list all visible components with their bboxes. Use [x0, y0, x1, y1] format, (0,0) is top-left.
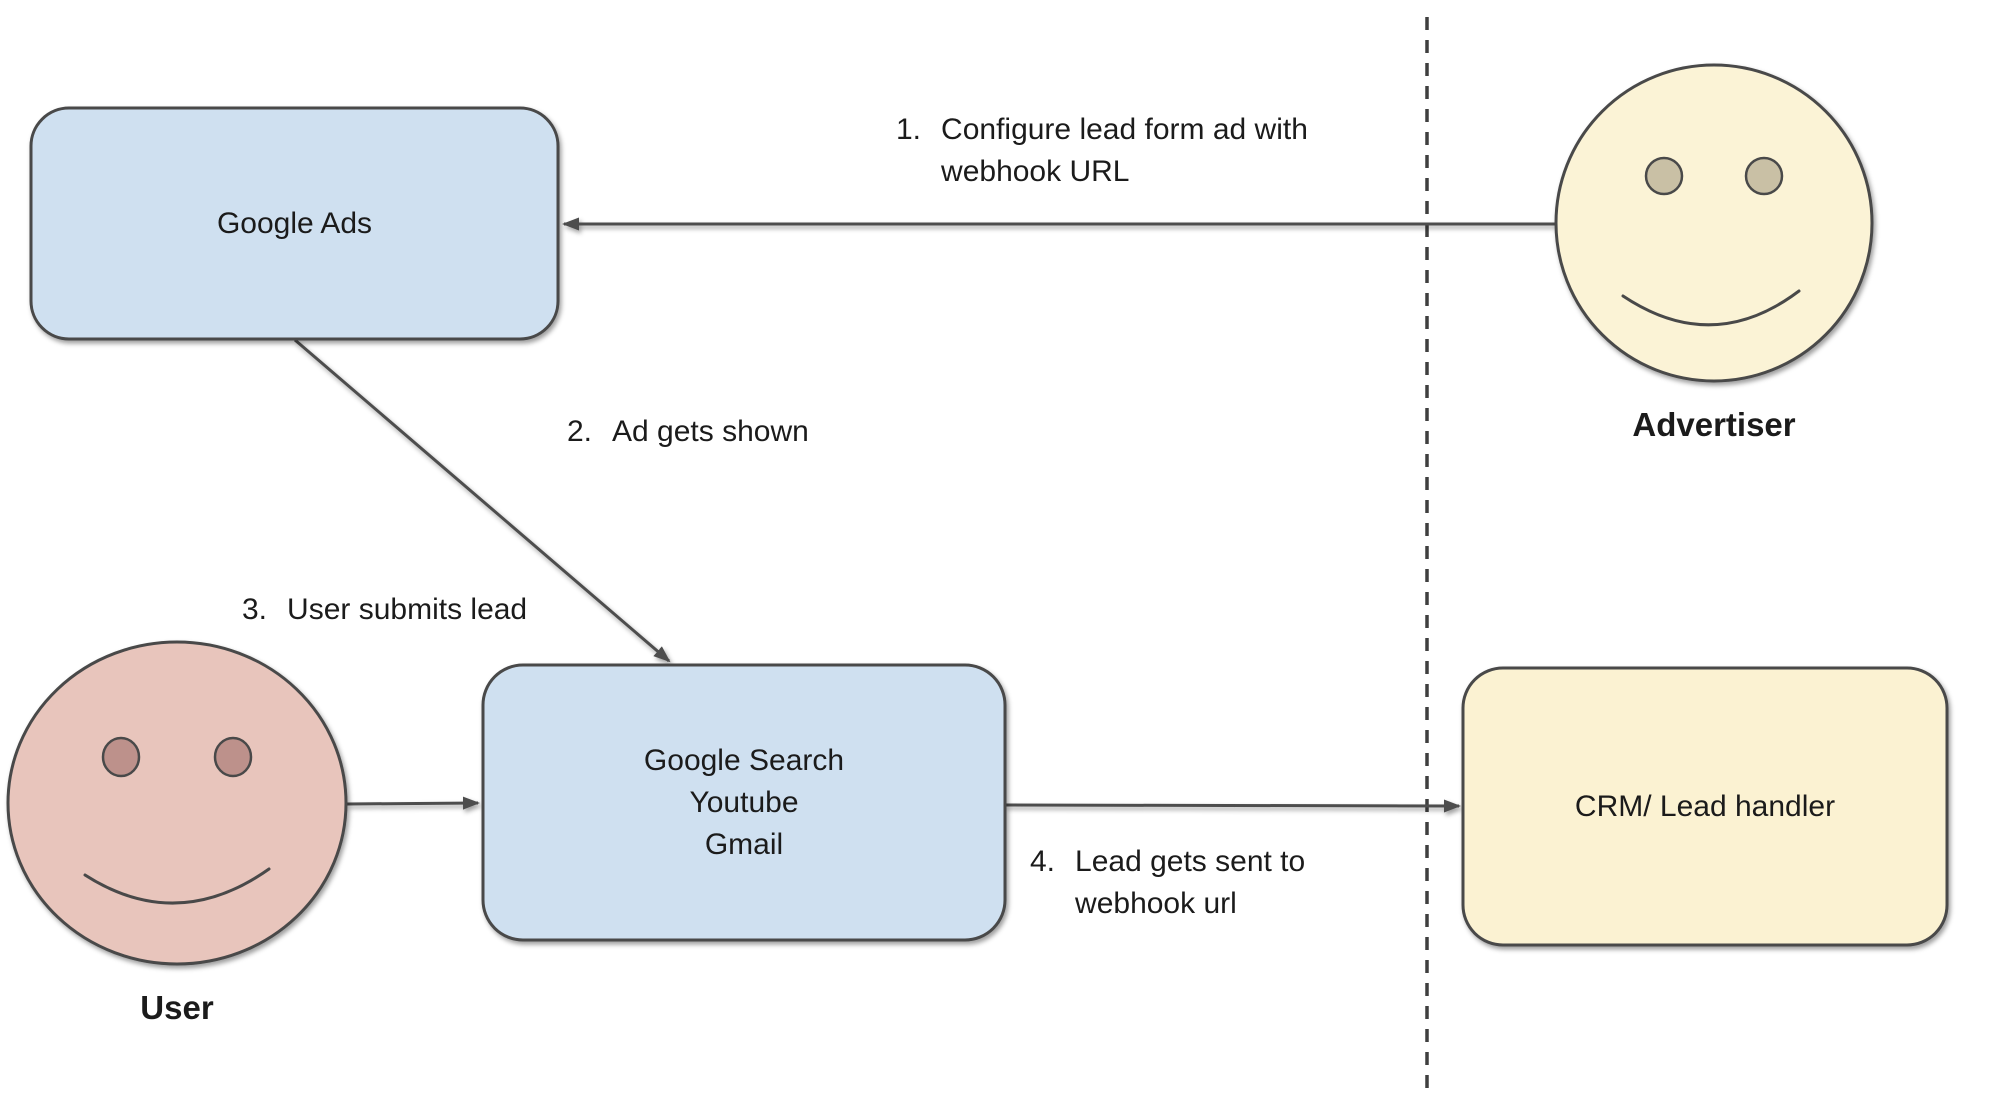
step-4-text: Lead gets sent to webhook url — [1075, 841, 1305, 925]
step-2-number: 2. — [567, 415, 593, 448]
user-eye-right — [213, 736, 253, 778]
user-face-icon — [6, 640, 348, 966]
step-2-text: Ad gets shown — [612, 411, 809, 453]
google-ads-label: Google Ads — [216, 206, 373, 240]
step-1-line-2: webhook URL — [941, 155, 1130, 188]
crm-label: CRM/ Lead handler — [1574, 789, 1836, 823]
advertiser-label: Advertiser — [1632, 406, 1796, 443]
arrow-ad-gets-shown — [294, 338, 671, 663]
step-1-text: Configure lead form ad with webhook URL — [941, 109, 1308, 193]
advertiser-eye-left — [1644, 156, 1684, 196]
user-smile — [83, 867, 271, 905]
google-surfaces-line-2: Youtube — [689, 785, 799, 819]
arrow-lead-to-webhook — [1004, 799, 1461, 813]
google-surfaces-line-3: Gmail — [704, 827, 784, 861]
step-3-line-1: User submits lead — [287, 593, 528, 626]
step-3-text: User submits lead — [287, 589, 527, 631]
step-2-line-1: Ad gets shown — [612, 415, 809, 448]
step-1-line-1: Configure lead form ad with — [941, 113, 1308, 146]
user-head — [6, 640, 348, 966]
advertiser-eye-right — [1744, 156, 1784, 196]
step-4-label: 4. Lead gets sent to webhook url — [1030, 841, 1305, 925]
google-surfaces-line-1: Google Search — [643, 743, 845, 777]
google-ads-node — [29, 106, 560, 341]
step-4-line-1: Lead gets sent to — [1075, 845, 1306, 878]
step-4-number: 4. — [1030, 845, 1056, 878]
step-3-label: 3. User submits lead — [242, 589, 527, 631]
google-surfaces-node — [481, 663, 1007, 942]
step-1-number: 1. — [896, 113, 922, 146]
advertiser-head — [1554, 63, 1874, 383]
step-4-line-2: webhook url — [1075, 887, 1237, 920]
step-3-number: 3. — [242, 593, 268, 626]
step-1-label: 1. Configure lead form ad with webhook U… — [896, 109, 1308, 193]
step-2-label: 2. Ad gets shown — [567, 411, 809, 453]
user-label: User — [140, 989, 214, 1026]
advertiser-face-icon — [1554, 63, 1874, 383]
arrow-user-submits-lead — [346, 796, 480, 810]
advertiser-smile — [1621, 289, 1801, 327]
google-surfaces-label: Google Search Youtube Gmail — [483, 665, 1005, 940]
crm-node — [1461, 666, 1949, 947]
user-eye-left — [101, 736, 141, 778]
